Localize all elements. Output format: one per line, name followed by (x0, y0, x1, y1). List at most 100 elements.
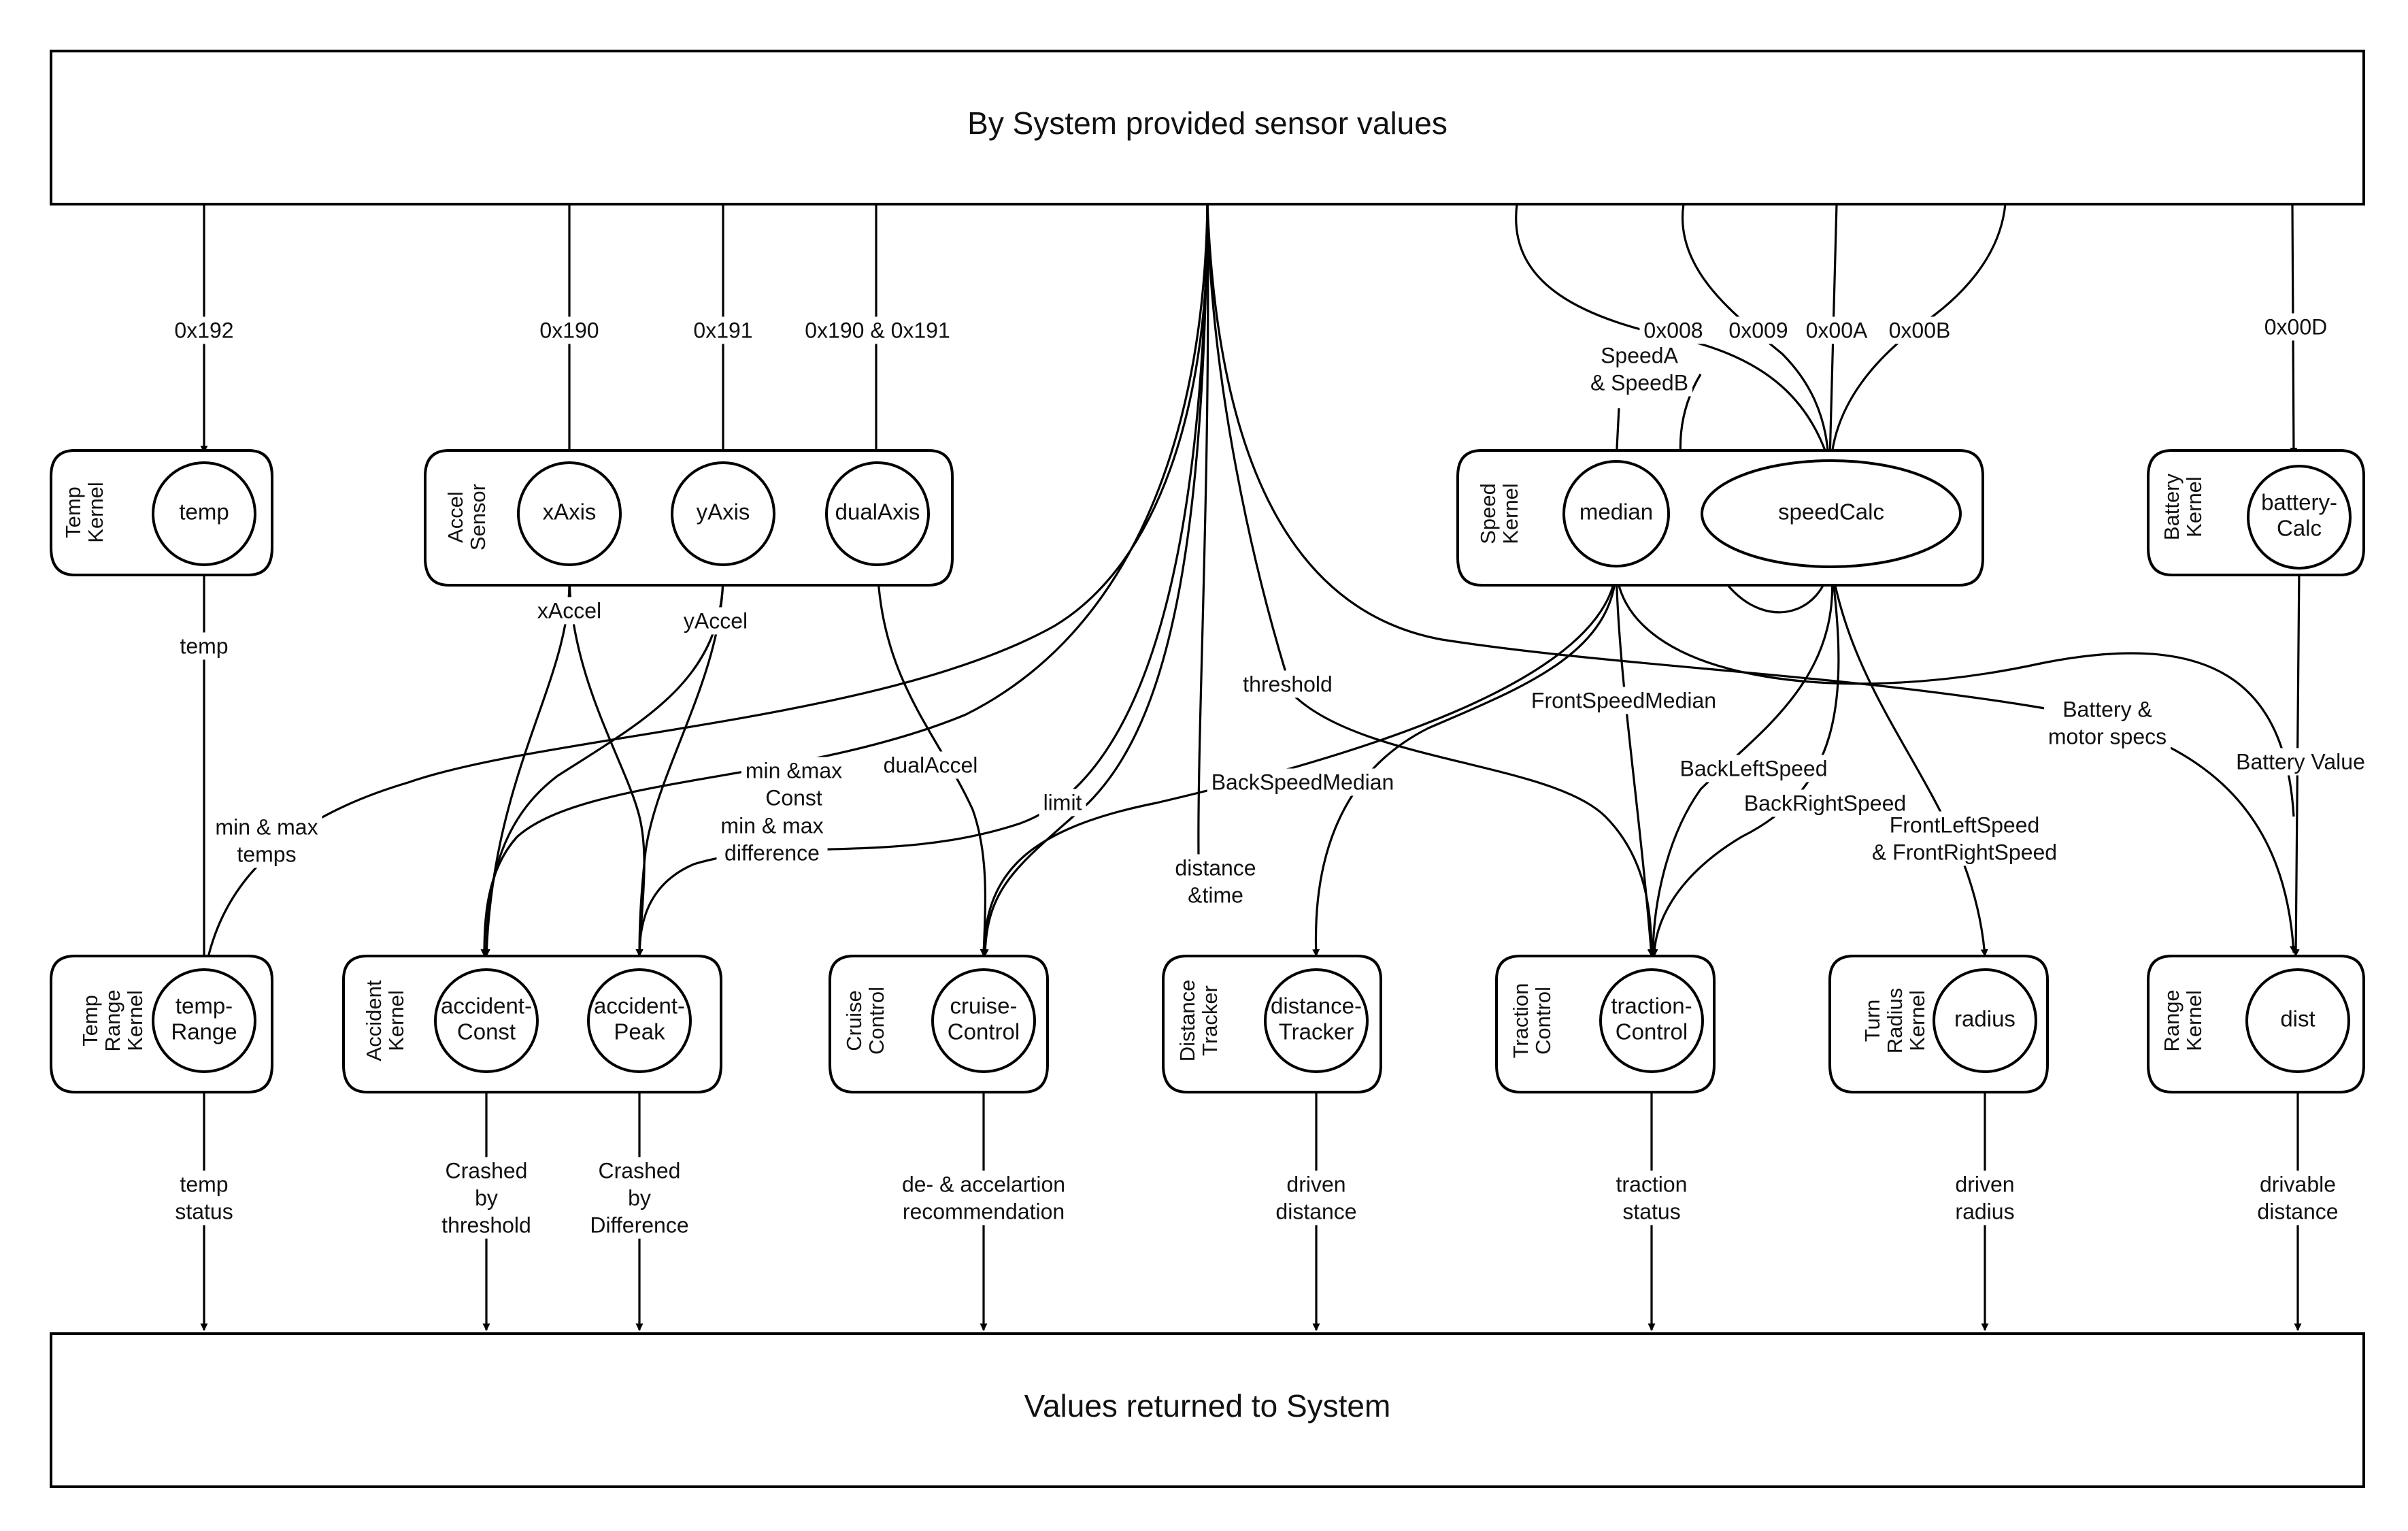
label-xaccel: xAccel (537, 598, 601, 623)
edge-0x009 (1681, 203, 1833, 461)
system-output-box: Values returned to System (50, 1332, 2365, 1488)
label-background (535, 316, 603, 344)
label-front-left-right-speed: FrontLeftSpeed& FrontRightSpeed (1872, 812, 2057, 864)
label-temp: temp (180, 633, 228, 658)
dist-node-label: dist (2280, 1006, 2315, 1032)
label-0x191: 0x191 (693, 318, 752, 342)
speedcalc-node-label: speedCalc (1778, 499, 1884, 525)
label-background (897, 1170, 1070, 1225)
median-node-label: median (1579, 499, 1653, 525)
label-background (1884, 316, 1955, 344)
accident-kernel-label: AccidentKernel (362, 980, 408, 1061)
label-background (1207, 768, 1399, 796)
label-background (879, 751, 982, 779)
radius-node-label: radius (1954, 1006, 2016, 1032)
label-back-speed-median: BackSpeedMedian (1211, 770, 1394, 794)
dualaxis-node-label: dualAxis (835, 499, 920, 525)
label-background (533, 597, 606, 625)
label-background (689, 316, 757, 344)
label-background (1271, 1170, 1361, 1225)
label-background (211, 813, 322, 868)
edge-front-speed-median-traction (1615, 570, 1655, 957)
label-background (2260, 313, 2332, 341)
traction-control-kernel-label: TractionControl (1509, 983, 1555, 1059)
cruise-control-kernel: CruiseControl cruise-Control (829, 955, 1049, 1093)
label-background (1639, 316, 1707, 344)
cruise-control-node-label: cruise-Control (948, 993, 1020, 1044)
temp-range-node-label: temp-Range (171, 993, 237, 1044)
cruise-control-node (931, 968, 1036, 1073)
label-background (2253, 1170, 2343, 1225)
traction-control-node-label: traction-Control (1611, 993, 1692, 1044)
label-0x00B: 0x00B (1889, 318, 1951, 342)
distance-tracker-node (1264, 968, 1369, 1073)
temp-node (152, 461, 256, 566)
label-background (1801, 316, 1873, 344)
label-background (1171, 854, 1260, 909)
label-background (716, 812, 828, 867)
battery-kernel-label: BatteryKernel (2160, 473, 2206, 540)
temp-kernel: TempKernel temp (50, 449, 273, 576)
battery-calc-node (2247, 465, 2352, 570)
label-background (170, 316, 238, 344)
label-threshold: threshold (1243, 672, 1333, 696)
label-back-left-speed: BackLeftSpeed (1679, 756, 1827, 780)
edge-xaccel-peak (568, 578, 646, 957)
label-background (2232, 748, 2369, 776)
accel-sensor-label: AccelSensor (444, 484, 490, 550)
traction-control-kernel: TractionControl traction-Control (1495, 955, 1716, 1093)
temp-range-kernel-label: TempRangeKernel (78, 989, 147, 1051)
edge-dualaccel (876, 565, 988, 957)
label-background (437, 1157, 535, 1239)
label-front-speed-median: FrontSpeedMedian (1531, 688, 1716, 712)
battery-calc-node-label: battery-Calc (2261, 490, 2337, 541)
distance-tracker-node-label: distance-Tracker (1271, 993, 1362, 1044)
label-0x008: 0x008 (1643, 318, 1703, 342)
label-distance-time: distance&time (1175, 855, 1256, 907)
temp-range-kernel: TempRangeKernel temp-Range (50, 955, 273, 1093)
accident-const-node-label: accident-Const (441, 993, 532, 1044)
edge-yaccel-peak (635, 578, 724, 957)
dist-node (2245, 968, 2350, 1073)
label-background (1039, 789, 1086, 817)
edge-min-max-diff (635, 203, 1209, 957)
cruise-control-kernel-label: CruiseControl (842, 987, 888, 1055)
edge-yaccel-const (482, 578, 724, 957)
label-0x00D: 0x00D (2264, 314, 2328, 339)
temp-kernel-label: TempKernel (61, 482, 107, 543)
edge-xaccel-const (482, 578, 571, 957)
xaxis-node-label: xAxis (543, 499, 597, 525)
label-background (1239, 670, 1337, 698)
range-kernel: RangeKernel dist (2147, 955, 2365, 1093)
dualaxis-node (825, 461, 930, 566)
range-kernel-label: RangeKernel (2160, 989, 2206, 1051)
edge-threshold (1206, 203, 1656, 957)
label-background (1951, 1170, 2019, 1225)
edge-back-right-speed (1650, 564, 1840, 957)
label-background (2043, 695, 2171, 751)
temp-range-node (152, 968, 256, 1073)
accel-sensor-kernel: AccelSensor xAxis yAxis dualAxis (424, 449, 954, 587)
edge-distance-time (1197, 203, 1209, 858)
label-yaccel: yAccel (684, 608, 748, 633)
label-background (679, 607, 752, 635)
label-battery-value: Battery Value (2236, 749, 2365, 774)
sensor-input-title: By System provided sensor values (967, 105, 1448, 141)
speed-kernel-label: SpeedKernel (1476, 483, 1522, 544)
label-background (1724, 316, 1792, 344)
yaxis-node-label: yAxis (697, 499, 750, 525)
turn-radius-kernel: TurnRadiusKernel radius (1828, 955, 2049, 1093)
edge-median-battery (1615, 570, 2295, 817)
label-background (586, 1157, 693, 1239)
label-0x190: 0x190 (539, 318, 599, 342)
battery-kernel: BatteryKernel battery-Calc (2147, 449, 2365, 576)
label-limit: limit (1043, 790, 1082, 814)
label-speedA-speedB: SpeedA& SpeedB (1590, 343, 1688, 395)
yaxis-node (671, 461, 775, 566)
